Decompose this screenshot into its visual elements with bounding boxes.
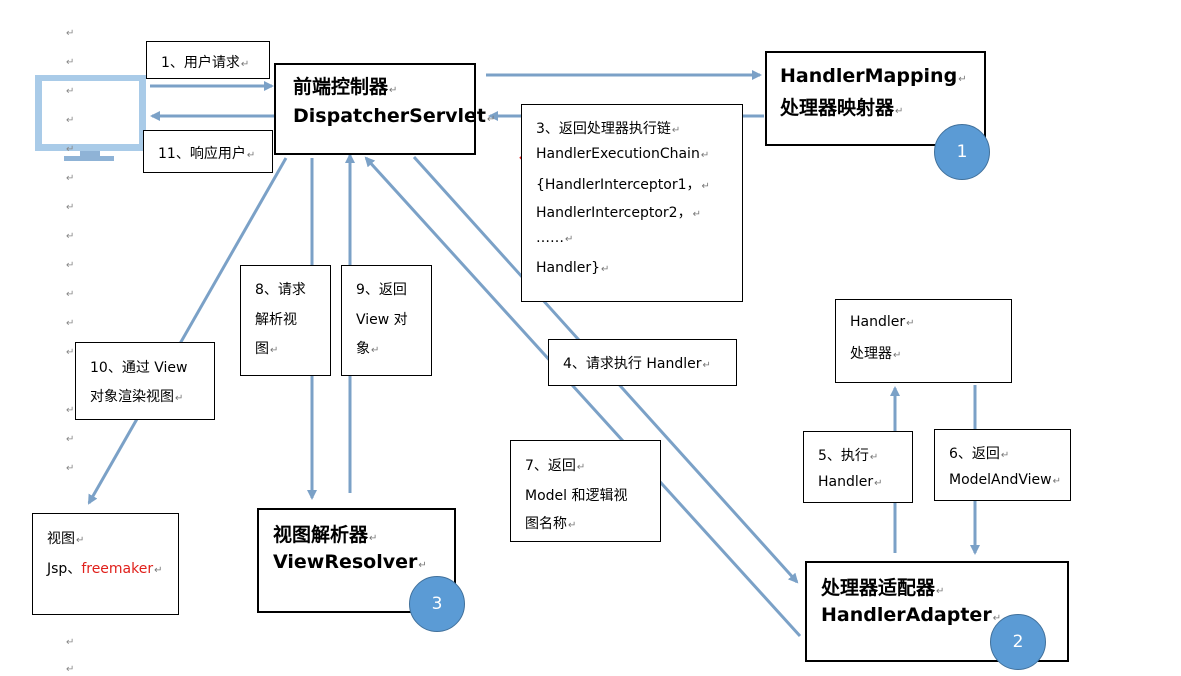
step-7-label: 7、返回↵ Model 和逻辑视 图名称↵: [510, 440, 661, 542]
view-jsp-label: Jsp、: [47, 561, 82, 577]
paragraph-mark: ↵: [66, 173, 75, 184]
view-freemaker-label: freemaker: [81, 561, 154, 577]
step-9-label: 9、返回 View 对 象↵: [341, 265, 432, 376]
paragraph-mark: ↵: [66, 260, 75, 271]
step-badge-3: 3: [409, 576, 465, 632]
paragraph-mark: ↵: [66, 664, 75, 675]
front-controller-title: 前端控制器↵: [293, 76, 398, 98]
step-badge-1: 1: [934, 124, 990, 180]
front-controller-name: DispatcherServlet↵: [293, 105, 496, 127]
paragraph-mark: ↵: [66, 318, 75, 329]
paragraph-mark: ↵: [66, 57, 75, 68]
step-3-label: 3、返回处理器执行链↵ HandlerExecutionChain↵ {Hand…: [521, 104, 743, 302]
step-10-label: 10、通过 View 对象渲染视图↵: [75, 342, 215, 420]
handler-adapter-name: HandlerAdapter↵: [821, 604, 1002, 626]
step-6-label: 6、返回↵ ModelAndView↵: [934, 429, 1071, 501]
view-resolver-name: ViewResolver↵: [273, 551, 427, 573]
paragraph-mark: ↵: [66, 637, 75, 648]
handler-box: Handler↵ 处理器↵: [835, 299, 1012, 383]
handler-adapter-title: 处理器适配器↵: [821, 577, 945, 599]
paragraph-mark: ↵: [66, 405, 75, 416]
paragraph-mark: ↵: [66, 28, 75, 39]
step-5-label: 5、执行↵ Handler↵: [803, 431, 913, 503]
paragraph-mark: ↵: [66, 115, 75, 126]
step-8-label: 8、请求 解析视 图↵: [240, 265, 331, 376]
paragraph-mark: ↵: [66, 86, 75, 97]
arrow-render-view: [87, 157, 288, 505]
monitor-icon: [35, 75, 146, 161]
handler-mapping-name: HandlerMapping↵: [780, 65, 967, 87]
view-resolver-box: 视图解析器↵ ViewResolver↵: [257, 508, 456, 613]
step-4-label: 4、请求执行 Handler↵: [548, 339, 737, 386]
arrow-return-model: [364, 156, 802, 638]
handler-mapping-title: 处理器映射器↵: [780, 97, 904, 119]
view-resolver-title: 视图解析器↵: [273, 524, 378, 546]
view-box: 视图↵ Jsp、freemaker↵: [32, 513, 179, 615]
paragraph-mark: ↵: [66, 144, 75, 155]
paragraph-mark: ↵: [66, 202, 75, 213]
paragraph-mark: ↵: [66, 434, 75, 445]
front-controller-box: 前端控制器↵ DispatcherServlet↵: [274, 63, 495, 155]
step-badge-2: 2: [990, 614, 1046, 670]
paragraph-mark: ↵: [66, 463, 75, 474]
paragraph-mark: ↵: [66, 347, 75, 358]
paragraph-mark: ↵: [66, 231, 75, 242]
step-11-label: 11、响应用户↵: [143, 130, 273, 173]
step-1-label: 1、用户请求↵: [146, 41, 270, 79]
handler-adapter-box: 处理器适配器↵ HandlerAdapter↵: [805, 561, 1069, 662]
paragraph-mark: ↵: [66, 289, 75, 300]
